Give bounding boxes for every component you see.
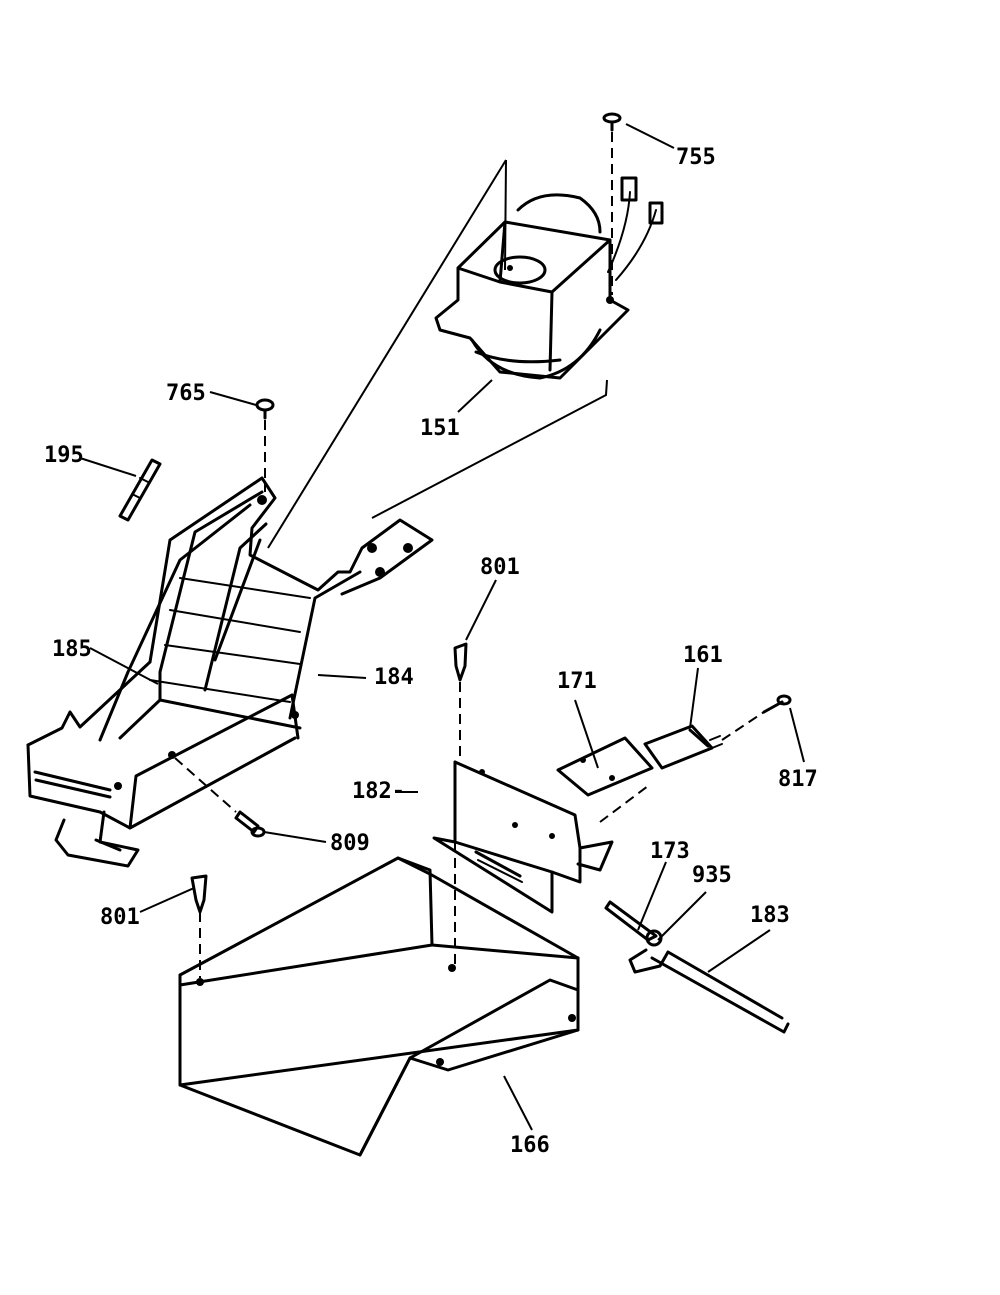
- callout-183: 183: [750, 903, 790, 928]
- callout-195: 195: [44, 443, 84, 468]
- pin-195: [118, 458, 162, 522]
- callout-171: 171: [557, 669, 597, 694]
- callout-935: 935: [692, 863, 732, 888]
- alignment-line-b: [504, 159, 507, 271]
- screw-755: [602, 112, 622, 132]
- motor-assembly: [434, 176, 664, 380]
- callout-801-top: 801: [480, 555, 520, 580]
- screw-801-top: [453, 642, 468, 682]
- callout-185: 185: [52, 637, 92, 662]
- screw-765: [255, 398, 275, 420]
- callout-182: 182-: [352, 779, 405, 804]
- screw-817: [762, 694, 792, 714]
- bracket-182: [432, 760, 614, 914]
- screw-809-axis: [174, 757, 237, 813]
- callout-809: 809: [330, 831, 370, 856]
- callout-801-left: 801: [100, 905, 140, 930]
- screw-801-left: [190, 874, 208, 914]
- switch-screw-axis: [721, 711, 765, 741]
- switch-161: [643, 724, 723, 770]
- screw-809: [234, 810, 266, 838]
- alignment-line-c: [371, 379, 608, 519]
- switch-plate-171: [556, 736, 654, 797]
- drip-pan-166: [178, 856, 580, 1157]
- callout-817: 817: [778, 767, 818, 792]
- callout-161: 161: [683, 643, 723, 668]
- bolt-173: [604, 900, 658, 942]
- callout-166: 166: [510, 1133, 550, 1158]
- callout-173: 173: [650, 839, 690, 864]
- callout-151: 151: [420, 416, 460, 441]
- leader-lines: [79, 123, 805, 1131]
- callout-184: 184: [374, 665, 414, 690]
- switch-mount-axis: [599, 785, 649, 823]
- alignment-line-a: [267, 159, 507, 549]
- shelf-frame: [26, 476, 434, 868]
- callout-labels: 755 765 151 195 185 184 801 161 171 817 …: [44, 145, 818, 1158]
- callout-755: 755: [676, 145, 716, 170]
- callout-765: 765: [166, 381, 206, 406]
- rod-183: [628, 948, 790, 1034]
